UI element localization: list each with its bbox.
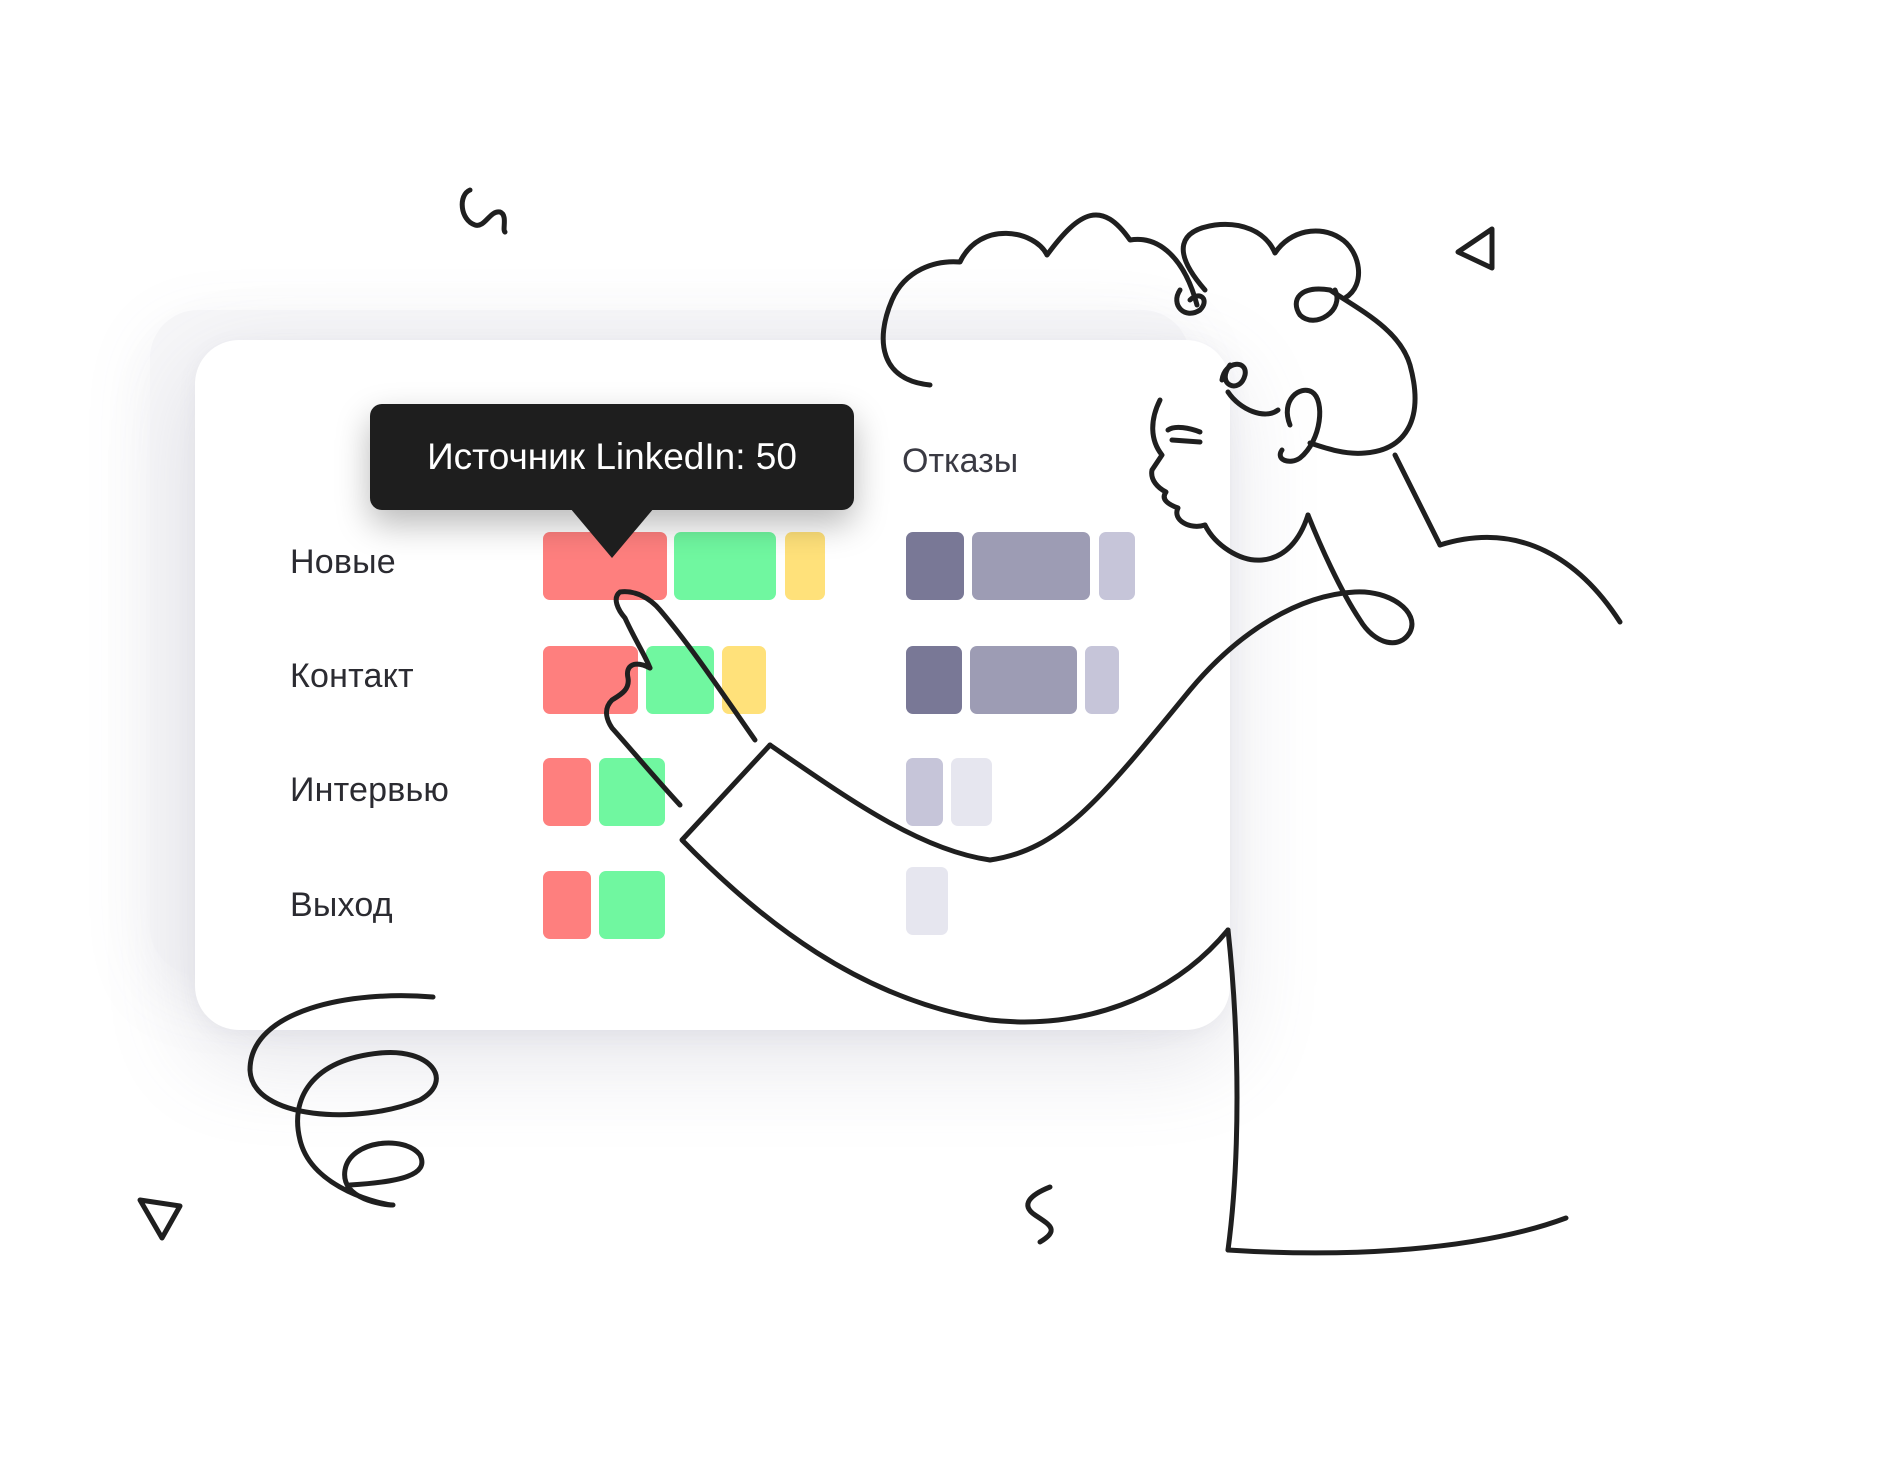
hair-outline — [880, 212, 1200, 388]
hair-curl-right — [1293, 286, 1340, 323]
arm-upper — [767, 742, 993, 863]
tooltip-text: Источник LinkedIn: 50 — [427, 436, 797, 477]
rejection-block[interactable] — [970, 646, 1077, 714]
pointing-finger — [613, 589, 758, 743]
neck-front — [987, 512, 1415, 863]
hair-top — [1180, 221, 1362, 301]
torso-side — [1225, 927, 1240, 1253]
rejections-column-header: Отказы — [902, 442, 1019, 480]
hand-knuckles — [604, 661, 683, 808]
eye — [1165, 424, 1203, 435]
linkedin-source-tooltip: Источник LinkedIn: 50 — [370, 404, 854, 510]
triangle-doodle-left — [137, 1197, 183, 1241]
source-block[interactable] — [543, 871, 591, 939]
rejection-block[interactable] — [906, 758, 943, 826]
rejection-block[interactable] — [972, 532, 1090, 600]
rejection-block[interactable] — [1085, 646, 1119, 714]
squiggle-doodle-bottom — [1025, 1184, 1054, 1245]
arm-lower — [679, 742, 1231, 1025]
shoulder-back — [1437, 535, 1623, 625]
face-profile — [1149, 397, 1208, 529]
torso-bottom — [1225, 1215, 1569, 1256]
rejection-block[interactable] — [951, 758, 992, 826]
ear — [1277, 387, 1323, 464]
rejection-block[interactable] — [906, 646, 962, 714]
rejection-block[interactable] — [906, 532, 964, 600]
rejection-block[interactable] — [906, 867, 948, 935]
row-label-new: Новые — [290, 543, 396, 581]
source-block[interactable] — [543, 646, 638, 714]
eye-lash — [1169, 437, 1203, 445]
neck-line — [1392, 452, 1443, 548]
row-label-exit: Выход — [290, 886, 393, 924]
squiggle-doodle-top — [459, 187, 508, 235]
tooltip-pointer — [570, 508, 654, 558]
row-label-contact: Контакт — [290, 657, 414, 695]
source-block[interactable] — [674, 532, 776, 600]
hair-curl-left — [1174, 287, 1207, 316]
row-label-interview: Интервью — [290, 771, 450, 809]
source-block[interactable] — [646, 646, 714, 714]
rejection-block[interactable] — [1099, 532, 1135, 600]
hair-back — [1307, 287, 1418, 456]
source-block[interactable] — [599, 871, 665, 939]
triangle-doodle-right — [1455, 226, 1495, 271]
chin-jaw — [1202, 512, 1311, 563]
spiral-doodle — [247, 993, 439, 1208]
source-block[interactable] — [599, 758, 665, 826]
source-block[interactable] — [543, 758, 591, 826]
eyebrow-curl — [1219, 361, 1281, 417]
source-block[interactable] — [785, 532, 825, 600]
